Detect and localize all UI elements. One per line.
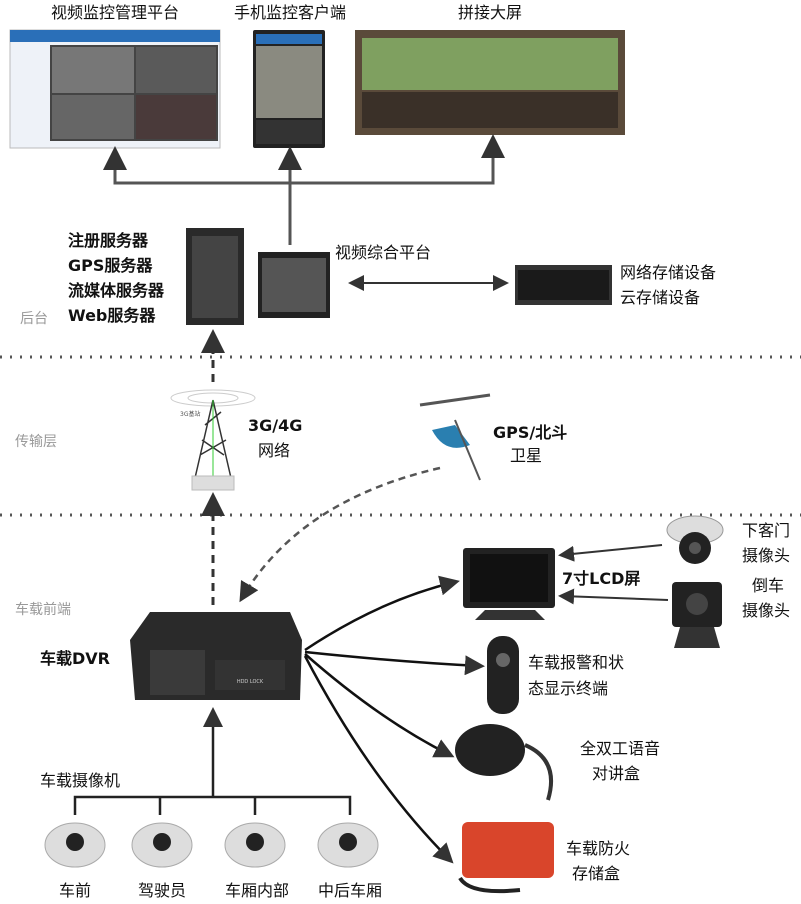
layer-backend: 后台 — [20, 311, 48, 327]
storage-cloud: 云存储设备 — [620, 288, 700, 307]
tower-label: 3G基站 — [180, 410, 200, 418]
camera-front-label: 车前 — [59, 881, 91, 900]
lcd-label: 7寸LCD屏 — [562, 569, 640, 588]
title-mobile: 手机监控客户端 — [234, 3, 346, 22]
rear-cam-arrow — [558, 588, 669, 605]
rear-cam-label-2: 摄像头 — [742, 601, 790, 620]
intercom-box-icon — [455, 724, 554, 801]
dvr-output-arrows — [303, 575, 485, 864]
server-list: 注册服务器 GPS服务器 流媒体服务器 Web服务器 — [68, 231, 165, 325]
network-3g4g: 3G/4G — [248, 416, 302, 435]
door-cam-arrow — [558, 544, 663, 562]
rear-camera-icon — [672, 582, 722, 648]
mobile-screenshot — [253, 30, 325, 148]
rear-cam-label: 倒车 — [752, 576, 784, 595]
camera-cabin-label: 车厢内部 — [225, 881, 289, 900]
platform-screenshot — [9, 29, 221, 149]
network-label: 网络 — [258, 441, 290, 460]
dvr-icon: HDD LOCK — [130, 612, 302, 700]
camera-bus — [73, 707, 352, 815]
title-platform: 视频监控管理平台 — [51, 3, 179, 22]
satellite-icon — [419, 393, 491, 481]
lcd-screen-icon — [463, 548, 555, 620]
camera-rear-cabin-label: 中后车厢 — [318, 881, 382, 900]
door-cam-label-2: 摄像头 — [742, 546, 790, 565]
dvr-label: 车载DVR — [40, 649, 110, 668]
storage-network: 网络存储设备 — [620, 263, 716, 282]
server-web: Web服务器 — [68, 306, 156, 325]
alarm-label: 车载报警和状 — [528, 653, 624, 672]
layer-front: 车载前端 — [15, 601, 71, 618]
fire-storage-box-icon — [458, 822, 554, 894]
gps-signal-arrow — [239, 466, 441, 603]
door-camera-icon — [666, 515, 724, 564]
camera-cabin-icon — [224, 822, 286, 868]
output-arrows — [103, 134, 505, 245]
satellite-label: 卫星 — [510, 446, 542, 465]
cell-tower-icon — [170, 389, 256, 491]
alarm-label-2: 态显示终端 — [528, 679, 608, 698]
video-platform-device-icon — [258, 252, 330, 318]
server-register: 注册服务器 — [68, 231, 149, 250]
camera-front-icon — [44, 822, 106, 868]
firebox-label-2: 存储盒 — [572, 864, 620, 883]
layer-transport: 传输层 — [15, 434, 57, 450]
intercom-label-2: 对讲盒 — [592, 764, 640, 783]
door-cam-label: 下客门 — [742, 521, 790, 540]
camera-driver-icon — [131, 822, 193, 868]
platform-label: 视频综合平台 — [335, 243, 431, 262]
server-gps: GPS服务器 — [68, 256, 153, 275]
storage-device-icon — [515, 265, 612, 305]
camera-driver-label: 驾驶员 — [138, 881, 186, 900]
firebox-label: 车载防火 — [566, 839, 630, 858]
server-media: 流媒体服务器 — [68, 281, 165, 300]
camera-rear-cabin-icon — [317, 822, 379, 868]
title-wall: 拼接大屏 — [458, 3, 522, 22]
alarm-terminal-icon — [487, 636, 519, 714]
satellite-gps: GPS/北斗 — [493, 423, 567, 442]
intercom-label: 全双工语音 — [580, 739, 660, 758]
cameras-title: 车载摄像机 — [40, 771, 120, 790]
dvr-panel-label: HDD LOCK — [237, 679, 264, 685]
server-rack-icon — [186, 228, 244, 325]
video-wall-photo — [355, 30, 625, 135]
